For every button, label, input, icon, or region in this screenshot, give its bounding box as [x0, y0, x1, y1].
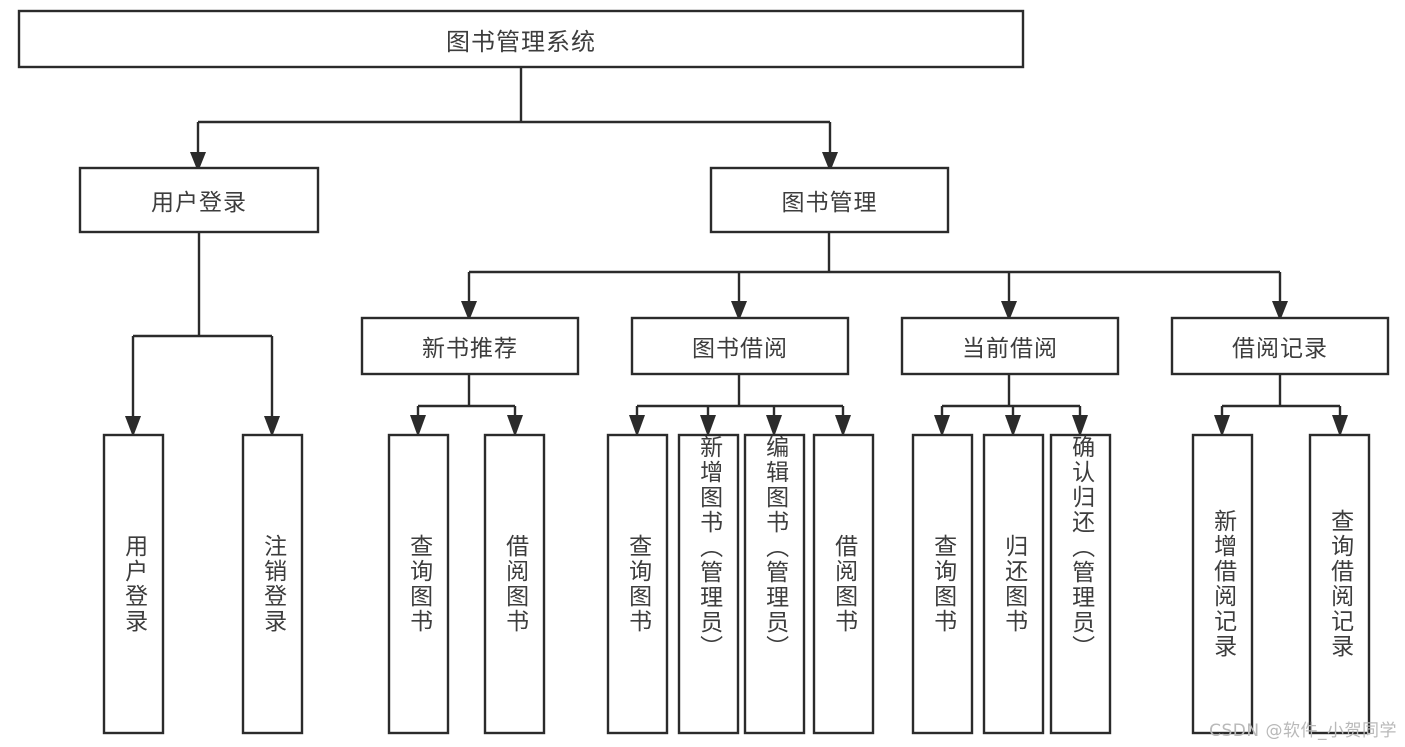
node-borrow-record-box[interactable] — [1170, 316, 1390, 376]
node-leaf-query-book-borrow-box[interactable] — [606, 433, 669, 735]
arrowhead-leaf-add-book-admin — [700, 415, 716, 437]
node-leaf-edit-book-admin-box[interactable] — [743, 433, 806, 735]
arrowhead-leaf-borrow-book — [835, 415, 851, 437]
node-book-borrow-box[interactable] — [630, 316, 850, 376]
arrowhead-leaf-query-borrow-record — [1332, 415, 1348, 437]
arrowhead-book-management — [822, 152, 838, 172]
node-leaf-query-book-new-box[interactable] — [387, 433, 450, 735]
node-root-box[interactable] — [17, 9, 1025, 69]
arrowhead-leaf-logout — [264, 416, 280, 437]
arrowhead-book-borrow — [731, 301, 747, 321]
arrowhead-new-book-recommend — [461, 301, 477, 321]
node-new-book-recommend-box[interactable] — [360, 316, 580, 376]
node-leaf-query-borrow-record-box[interactable] — [1308, 433, 1371, 735]
node-leaf-add-book-admin-box[interactable] — [677, 433, 740, 735]
node-current-borrow-box[interactable] — [900, 316, 1120, 376]
node-leaf-add-borrow-record-box[interactable] — [1191, 433, 1254, 735]
csdn-watermark: CSDN @软件_小贺同学 — [1209, 721, 1397, 741]
arrowhead-leaf-query-book-new — [410, 415, 426, 437]
node-leaf-borrow-book-new-box[interactable] — [483, 433, 546, 735]
arrowhead-leaf-return-book — [1005, 415, 1021, 437]
node-leaf-confirm-return-admin-box[interactable] — [1049, 433, 1112, 735]
arrowhead-leaf-user-login — [125, 416, 141, 437]
node-leaf-return-book-box[interactable] — [982, 433, 1045, 735]
node-leaf-logout-box[interactable] — [241, 433, 304, 735]
arrowhead-current-borrow — [1001, 301, 1017, 321]
arrowhead-leaf-query-book-borrow — [629, 415, 645, 437]
node-book-management-box[interactable] — [709, 166, 950, 234]
node-leaf-query-book-current-box[interactable] — [911, 433, 974, 735]
arrowhead-leaf-query-book-current — [934, 415, 950, 437]
node-user-login-box[interactable] — [78, 166, 320, 234]
arrowhead-leaf-borrow-book-new — [507, 415, 523, 437]
arrowhead-leaf-add-borrow-record — [1214, 415, 1230, 437]
arrowhead-leaf-edit-book-admin — [766, 415, 782, 437]
node-leaf-borrow-book-box[interactable] — [812, 433, 875, 735]
arrowhead-borrow-record — [1272, 301, 1288, 321]
node-leaf-user-login-box[interactable] — [102, 433, 165, 735]
arrowhead-leaf-confirm-return-admin — [1072, 415, 1088, 437]
arrowhead-user-login — [190, 152, 206, 172]
